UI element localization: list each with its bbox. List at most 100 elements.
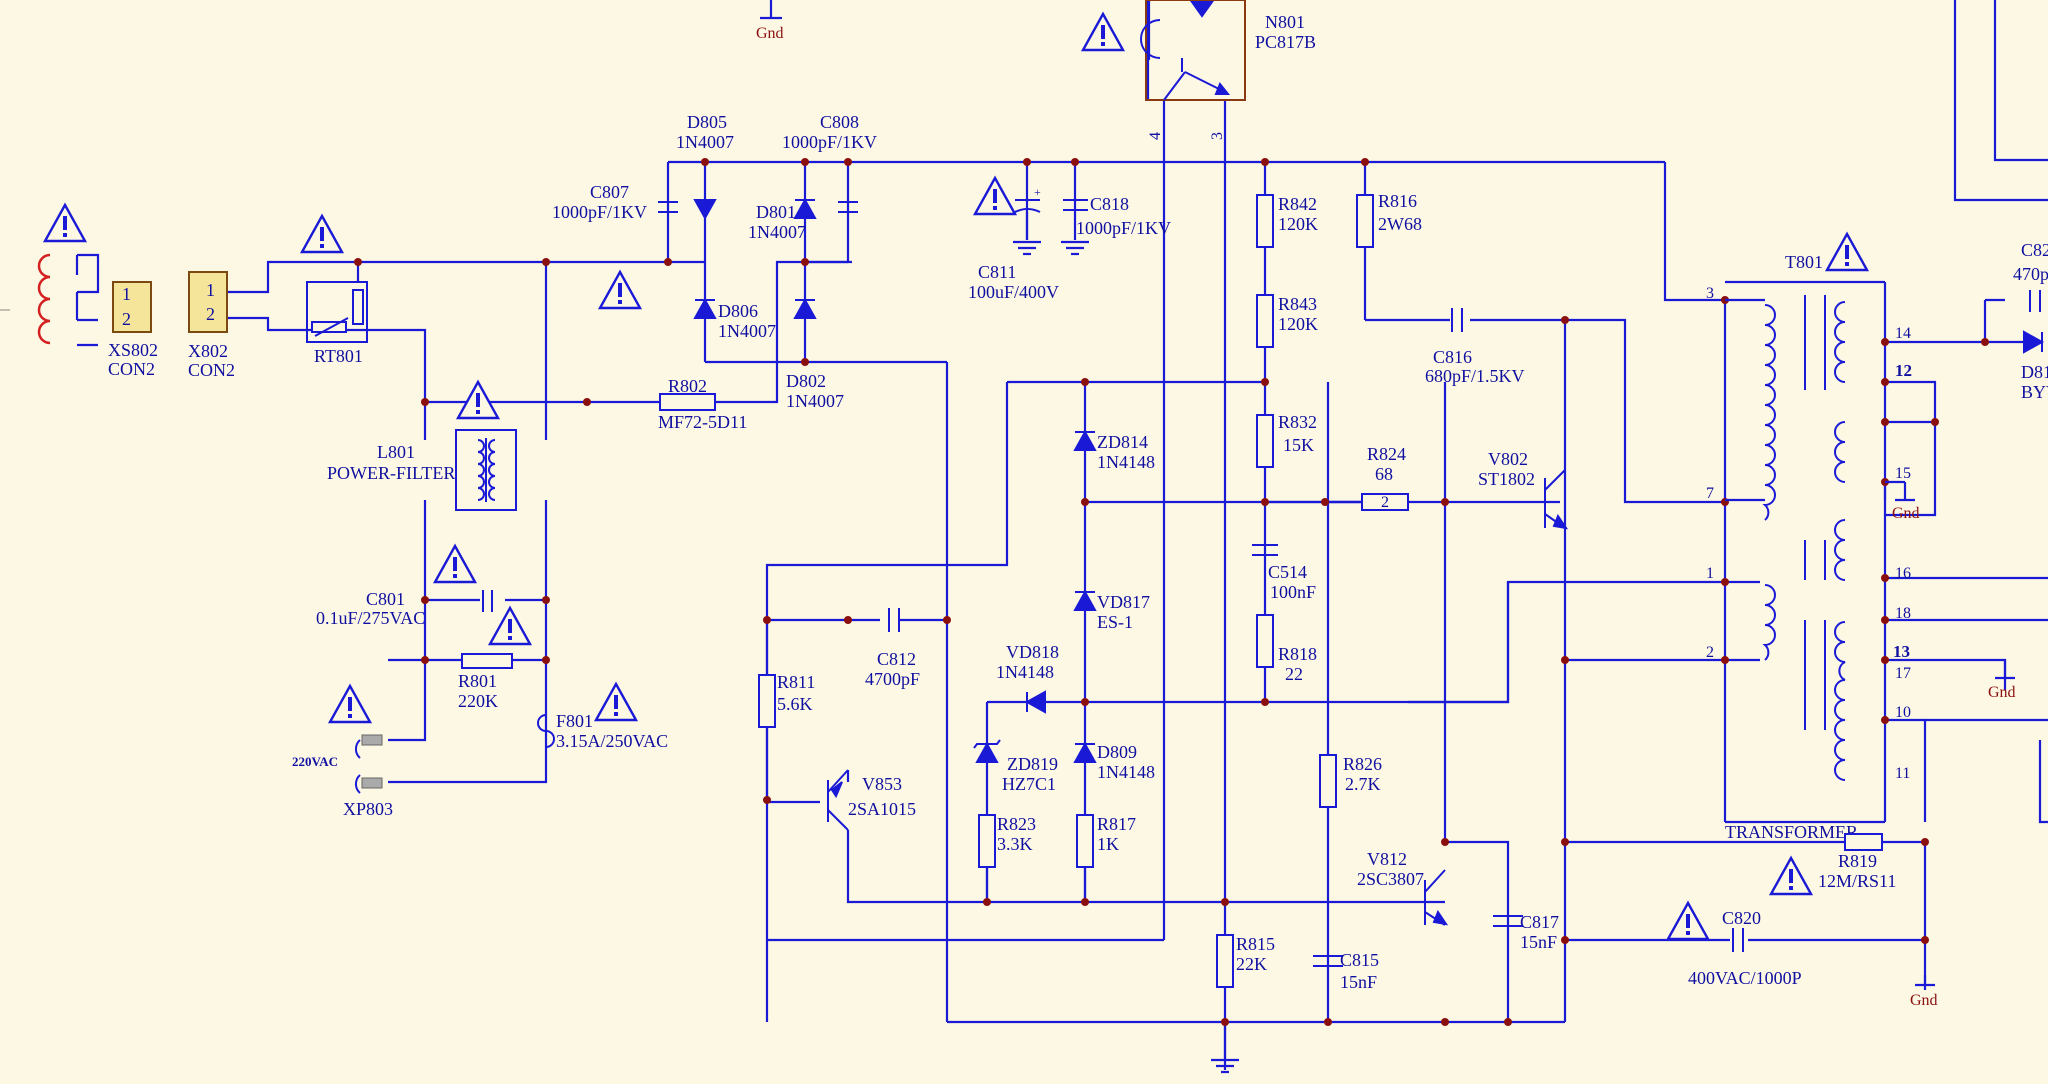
svg-text:1N4007: 1N4007 bbox=[718, 321, 776, 341]
svg-text:R826: R826 bbox=[1343, 754, 1382, 774]
svg-text:15: 15 bbox=[1895, 465, 1911, 482]
c818-capacitor: C818 1000pF/1KV bbox=[1059, 194, 1171, 256]
svg-text:C82: C82 bbox=[2021, 240, 2048, 260]
svg-text:R817: R817 bbox=[1097, 814, 1136, 834]
svg-text:1000pF/1KV: 1000pF/1KV bbox=[552, 202, 647, 222]
svg-text:PC817B: PC817B bbox=[1255, 32, 1316, 52]
svg-text:D805: D805 bbox=[687, 112, 727, 132]
xs802-connector: 1 2 XS802 CON2 bbox=[108, 281, 158, 379]
svg-text:X802: X802 bbox=[188, 341, 228, 361]
svg-text:HZ7C1: HZ7C1 bbox=[1002, 774, 1056, 794]
svg-text:2: 2 bbox=[1706, 644, 1714, 661]
svg-text:D806: D806 bbox=[718, 301, 758, 321]
warning-icon bbox=[433, 544, 477, 584]
svg-text:220VAC: 220VAC bbox=[292, 754, 338, 769]
svg-text:22K: 22K bbox=[1236, 954, 1267, 974]
r818-resistor: R818 22 bbox=[1256, 614, 1317, 684]
svg-text:R842: R842 bbox=[1278, 194, 1317, 214]
zd814-diode: ZD814 1N4148 bbox=[1073, 429, 1155, 472]
svg-text:680pF/1.5KV: 680pF/1.5KV bbox=[1425, 366, 1525, 386]
svg-text:120K: 120K bbox=[1278, 314, 1318, 334]
r819-resistor: R819 12M/RS11 bbox=[1818, 833, 1896, 891]
ground-secondary-15: Gnd bbox=[1885, 480, 1920, 522]
svg-text:D809: D809 bbox=[1097, 742, 1137, 762]
svg-text:1000pF/1KV: 1000pF/1KV bbox=[1076, 218, 1171, 238]
svg-text:400VAC/1000P: 400VAC/1000P bbox=[1688, 968, 1802, 988]
svg-text:100uF/400V: 100uF/400V bbox=[968, 282, 1059, 302]
svg-text:R823: R823 bbox=[997, 814, 1036, 834]
r824-resistor: 2 R824 68 bbox=[1361, 444, 1409, 511]
svg-text:BYV: BYV bbox=[2021, 382, 2048, 402]
svg-text:1: 1 bbox=[1706, 565, 1714, 582]
svg-text:15nF: 15nF bbox=[1340, 972, 1377, 992]
svg-text:2: 2 bbox=[122, 309, 131, 329]
r815-resistor: R815 22K bbox=[1216, 934, 1275, 988]
svg-text:R824: R824 bbox=[1367, 444, 1406, 464]
ground-right: Gnd bbox=[1910, 975, 1938, 1009]
svg-text:15K: 15K bbox=[1283, 435, 1314, 455]
svg-text:7: 7 bbox=[1706, 485, 1714, 502]
svg-text:18: 18 bbox=[1895, 605, 1911, 622]
svg-text:POWER-FILTER: POWER-FILTER bbox=[327, 463, 455, 483]
rt801-thermistor: RT801 bbox=[306, 281, 368, 366]
svg-text:R816: R816 bbox=[1378, 191, 1417, 211]
svg-text:1N4148: 1N4148 bbox=[1097, 762, 1155, 782]
svg-text:CON2: CON2 bbox=[188, 360, 235, 380]
svg-text:2: 2 bbox=[206, 304, 215, 324]
warning-icon bbox=[1769, 856, 1813, 896]
svg-text:5.6K: 5.6K bbox=[777, 694, 813, 714]
warning-icon bbox=[456, 380, 500, 420]
svg-text:C815: C815 bbox=[1340, 950, 1379, 970]
svg-text:V802: V802 bbox=[1488, 449, 1528, 469]
svg-text:0.1uF/275VAC: 0.1uF/275VAC bbox=[316, 608, 425, 628]
warning-icon bbox=[1666, 901, 1710, 941]
svg-text:V812: V812 bbox=[1367, 849, 1407, 869]
svg-text:2SA1015: 2SA1015 bbox=[848, 799, 916, 819]
f801-fuse: F801 3.15A/250VAC bbox=[537, 711, 668, 751]
svg-text:N801: N801 bbox=[1265, 12, 1305, 32]
svg-text:XS802: XS802 bbox=[108, 340, 158, 360]
svg-text:1000pF/1KV: 1000pF/1KV bbox=[782, 132, 877, 152]
svg-text:1N4007: 1N4007 bbox=[786, 391, 844, 411]
svg-text:1N4148: 1N4148 bbox=[1097, 452, 1155, 472]
d801-diode: D801 1N4007 bbox=[748, 197, 817, 242]
svg-text:120K: 120K bbox=[1278, 214, 1318, 234]
n801-optocoupler: N801 PC817B 4 3 bbox=[1140, 0, 1316, 140]
svg-text:17: 17 bbox=[1895, 665, 1911, 682]
svg-text:3: 3 bbox=[1706, 285, 1714, 302]
svg-text:1N4007: 1N4007 bbox=[676, 132, 734, 152]
r842-resistor: R842 120K bbox=[1256, 194, 1318, 248]
x802-connector: 1 2 X802 CON2 bbox=[188, 271, 235, 380]
warning-icon bbox=[328, 684, 372, 724]
junction-dots bbox=[354, 158, 1989, 1026]
r817-resistor: R817 1K bbox=[1076, 814, 1136, 868]
svg-text:D81: D81 bbox=[2021, 362, 2048, 382]
svg-text:D801: D801 bbox=[756, 202, 796, 222]
svg-text:Gnd: Gnd bbox=[1988, 684, 2016, 701]
svg-text:ZD814: ZD814 bbox=[1097, 432, 1148, 452]
svg-text:C811: C811 bbox=[978, 262, 1016, 282]
svg-text:15nF: 15nF bbox=[1520, 932, 1557, 952]
svg-text:D802: D802 bbox=[786, 371, 826, 391]
svg-text:ZD819: ZD819 bbox=[1007, 754, 1058, 774]
d805-diode: D805 1N4007 bbox=[676, 112, 734, 221]
svg-text:C816: C816 bbox=[1433, 347, 1472, 367]
svg-text:MF72-5D11: MF72-5D11 bbox=[658, 412, 747, 432]
warning-icon bbox=[1081, 12, 1125, 52]
c811-capacitor: + C811 100uF/400V bbox=[968, 185, 1059, 302]
v853-transistor: V853 2SA1015 bbox=[827, 769, 916, 831]
v802-transistor: V802 ST1802 bbox=[1478, 449, 1569, 530]
svg-text:1N4148: 1N4148 bbox=[996, 662, 1054, 682]
warning-icon bbox=[488, 606, 532, 646]
svg-text:VD817: VD817 bbox=[1097, 592, 1150, 612]
svg-text:2W68: 2W68 bbox=[1378, 214, 1422, 234]
svg-text:1K: 1K bbox=[1097, 834, 1119, 854]
zd819-zener: ZD819 HZ7C1 bbox=[973, 739, 1058, 794]
svg-text:C820: C820 bbox=[1722, 908, 1761, 928]
svg-text:R815: R815 bbox=[1236, 934, 1275, 954]
svg-text:L801: L801 bbox=[377, 442, 415, 462]
svg-text:3: 3 bbox=[1209, 132, 1226, 140]
vd817-diode: VD817 ES-1 bbox=[1073, 589, 1150, 632]
svg-text:XP803: XP803 bbox=[343, 799, 393, 819]
